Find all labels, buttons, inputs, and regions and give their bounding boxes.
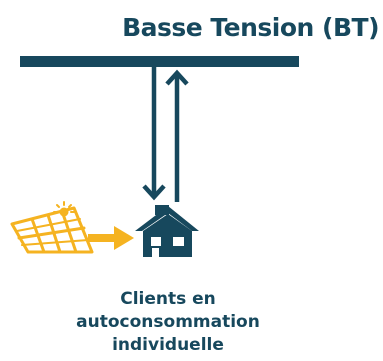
consumer-label-line: Clients en [120, 289, 216, 309]
bt-bus-bar [20, 56, 299, 67]
solar-feed-arrow [88, 226, 134, 250]
sun-icon [53, 201, 75, 217]
network-title: Basse Tension (BT) [122, 13, 379, 42]
consumer-label-line: individuelle [112, 335, 224, 355]
consumer-label-line: autoconsommation [76, 312, 260, 332]
consumer-label: Clients en autoconsommation individuelle [68, 288, 268, 357]
house-icon [135, 205, 199, 257]
injection-arrow [165, 69, 189, 202]
solar-panel-icon [10, 206, 94, 254]
consumption-arrow [142, 67, 166, 201]
